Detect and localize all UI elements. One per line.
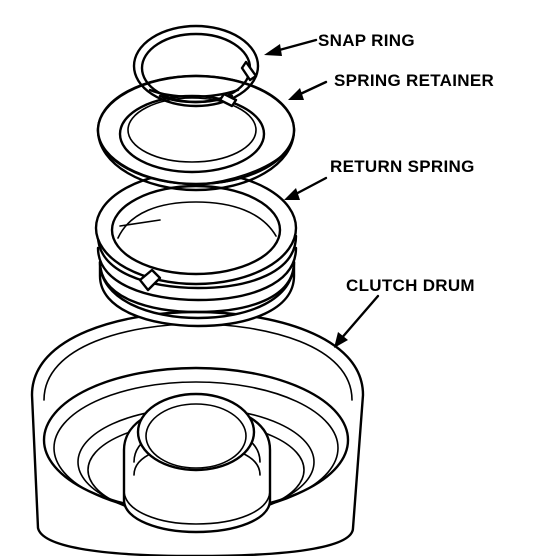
return-spring-label: RETURN SPRING — [330, 157, 475, 176]
return-spring — [94, 170, 298, 328]
snap-ring-label: SNAP RING — [318, 31, 415, 50]
spring-retainer — [96, 74, 296, 192]
snap-ring — [132, 24, 260, 108]
spring-retainer-label: SPRING RETAINER — [334, 71, 494, 90]
clutch-drum — [30, 310, 365, 556]
leader-arrows — [264, 38, 380, 348]
clutch-drum-label: CLUTCH DRUM — [346, 276, 475, 295]
